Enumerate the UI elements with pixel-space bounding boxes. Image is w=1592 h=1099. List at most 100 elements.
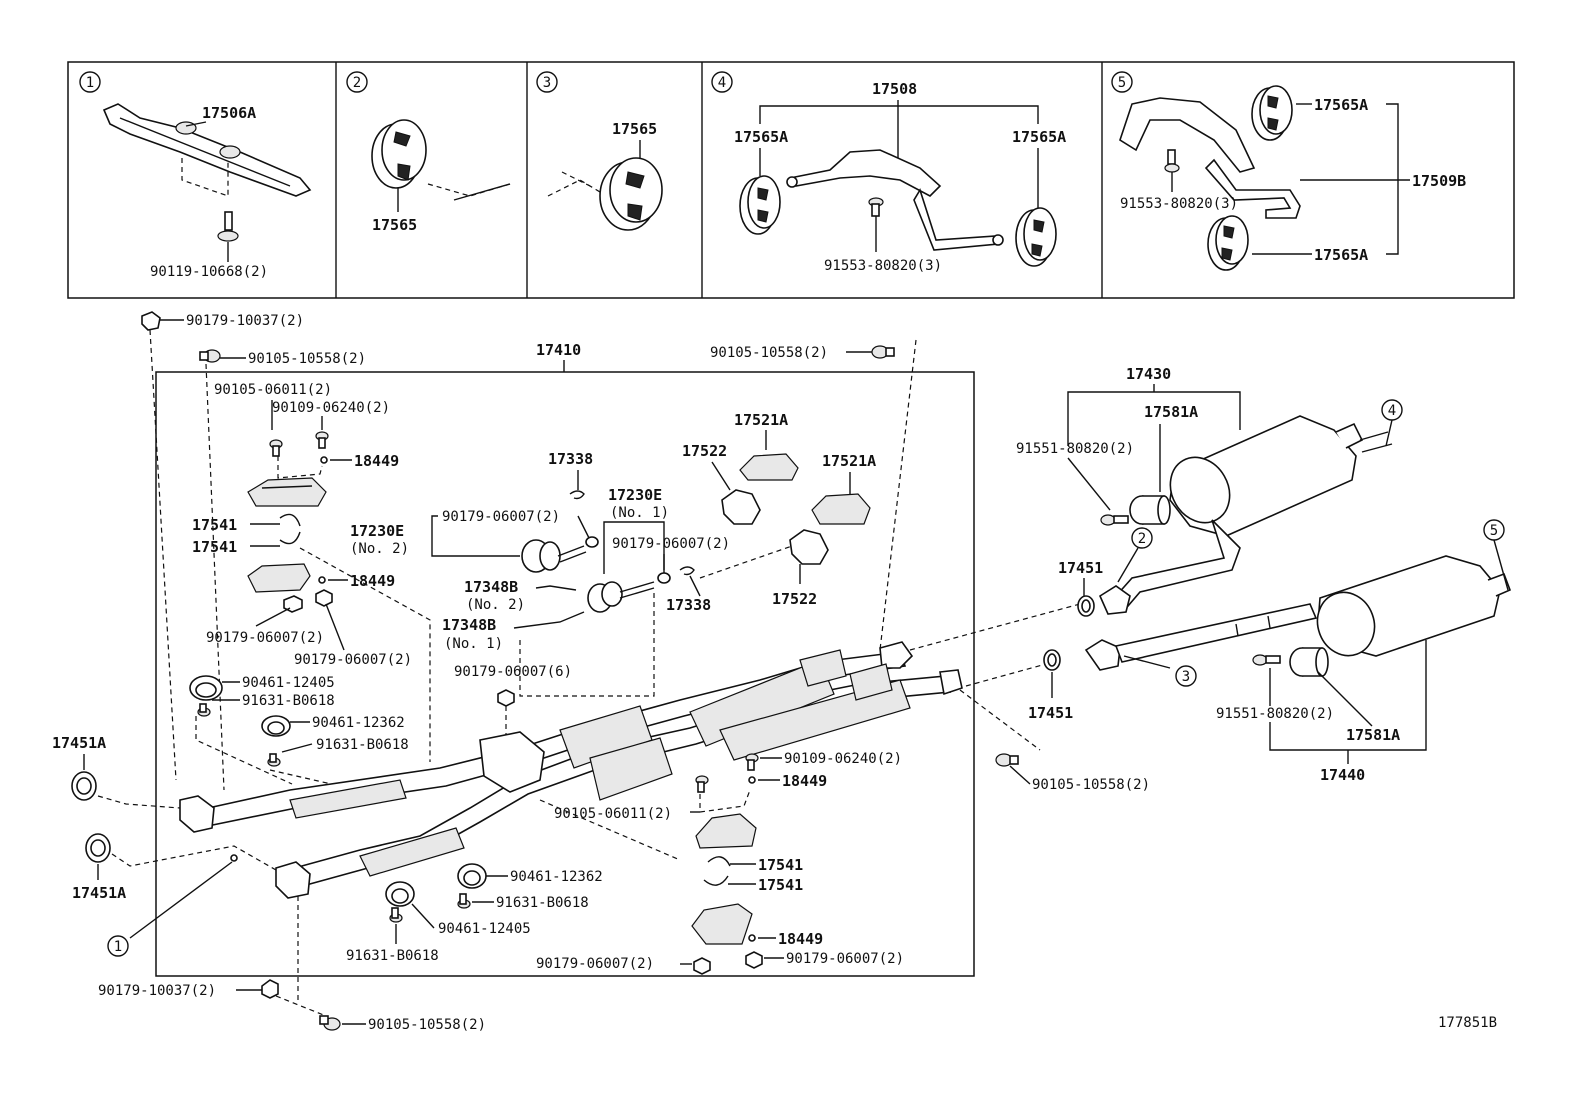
oxygen-sensor-no1: [587, 581, 655, 613]
bolt-icon: [1100, 514, 1129, 526]
label-17348B-no1: 17348B: [442, 616, 496, 634]
nut-icon: [261, 979, 279, 999]
label-91553-80820-p5: 91553-80820(3): [1120, 196, 1238, 212]
pipe-flange-illustration: [1098, 585, 1131, 615]
gasket-icon: [71, 771, 97, 801]
label-18449-d: 18449: [778, 930, 823, 948]
label-17541-c: 17541: [758, 856, 803, 874]
label-17451A-b: 17451A: [72, 884, 126, 902]
panel-5-number-circle: [1111, 71, 1133, 93]
rubber-hanger-illustration: [1207, 215, 1249, 271]
label-91631-B0618-b: 91631-B0618: [316, 737, 409, 753]
label-17338-b: 17338: [666, 596, 711, 614]
heat-shield-insulator-no2: [521, 539, 587, 573]
clip-icon: [679, 566, 695, 576]
label-90461-12405-b: 90461-12405: [438, 921, 531, 937]
gasket-icon: [1077, 595, 1095, 617]
label-90179-10037-top: 90179-10037(2): [186, 313, 304, 329]
callout-2: 2: [1138, 531, 1146, 547]
callout-5: 5: [1490, 523, 1498, 539]
bolt-icon: [871, 345, 895, 359]
bolt-icon: [389, 907, 403, 923]
bolt-icon: [695, 775, 709, 793]
nut-icon: [497, 689, 515, 707]
label-90119-10668: 90119-10668(2): [150, 264, 268, 280]
muffler-rh-illustration: [1114, 415, 1393, 608]
panel-3: 3 17565: [536, 71, 663, 231]
label-90179-06007-c: 90179-06007(2): [442, 509, 560, 525]
heat-insulator-illustration: [695, 813, 757, 849]
label-90109-06240-b: 90109-06240(2): [784, 751, 902, 767]
hanger-bracket-illustration: [786, 149, 1004, 251]
muffler-lh-illustration: [1084, 555, 1512, 671]
label-91631-B0618-c: 91631-B0618: [496, 895, 589, 911]
label-90105-10558-top: 90105-10558(2): [248, 351, 366, 367]
label-17506A: 17506A: [202, 104, 256, 122]
bolt-icon: [868, 197, 884, 217]
label-90179-06007-6: 90179-06007(6): [454, 664, 572, 680]
label-90105-10558-right: 90105-10558(2): [1032, 777, 1150, 793]
label-90179-06007-e: 90179-06007(2): [536, 956, 654, 972]
clamp-icon: [703, 856, 731, 886]
label-90461-12405-a: 90461-12405: [242, 675, 335, 691]
clip-icon: [569, 490, 585, 500]
clamp-icon: [385, 881, 415, 907]
label-17338-a: 17338: [548, 450, 593, 468]
label-90179-10037-bottom: 90179-10037(2): [98, 983, 216, 999]
label-17451-b: 17451: [1028, 704, 1073, 722]
panel-4: 4 17508 17565A 17565A 91553-80820(3): [711, 71, 1066, 274]
panel-4-number-circle: [711, 71, 733, 93]
nut-icon: [315, 589, 333, 607]
label-17565-p3: 17565: [612, 120, 657, 138]
label-90105-10558-top-right: 90105-10558(2): [710, 345, 828, 361]
clamp-icon: [261, 715, 291, 737]
callout-2-circle: [1131, 527, 1153, 549]
rubber-hanger-illustration: [1251, 85, 1293, 141]
label-17541-d: 17541: [758, 876, 803, 894]
label-17565A-right: 17565A: [1012, 128, 1066, 146]
label-91551-80820-b: 91551-80820(2): [1216, 706, 1334, 722]
bolt-icon: [457, 893, 471, 909]
rubber-hanger-illustration: [599, 157, 663, 231]
bolt-icon: [1164, 149, 1180, 173]
label-17509B: 17509B: [1412, 172, 1466, 190]
label-17451A-a: 17451A: [52, 734, 106, 752]
callout-3: 3: [1182, 669, 1190, 685]
panel-3-number-circle: [536, 71, 558, 93]
label-no1-a: (No. 1): [610, 505, 669, 521]
label-17521A-b: 17521A: [822, 452, 876, 470]
gasket-icon: [1043, 649, 1061, 671]
label-17581A-b: 17581A: [1346, 726, 1400, 744]
label-17451-a: 17451: [1058, 559, 1103, 577]
label-91631-B0618-a: 91631-B0618: [242, 693, 335, 709]
bolt-icon: [197, 703, 211, 717]
label-17508: 17508: [872, 80, 917, 98]
label-17230E-no2: 17230E: [350, 522, 404, 540]
label-no2-b: (No. 2): [466, 597, 525, 613]
panel-5: 5 17565A 17509B 91553-80820(3) 1756: [1111, 71, 1466, 271]
gasket-icon: [85, 833, 111, 863]
label-90179-06007-f: 90179-06007(2): [786, 951, 904, 967]
rubber-hanger-illustration: [1015, 207, 1057, 267]
heat-insulator-illustration: [811, 493, 871, 525]
panel-2-number-circle: [346, 71, 368, 93]
label-90105-06011-a: 90105-06011(2): [214, 382, 332, 398]
label-90109-06240-a: 90109-06240(2): [272, 400, 390, 416]
hanger-bracket-illustration: [1119, 97, 1301, 219]
label-91553-80820-p4: 91553-80820(3): [824, 258, 942, 274]
rubber-hanger-illustration: [371, 119, 427, 189]
label-17565A-left: 17565A: [734, 128, 788, 146]
figure-id: 177851B: [1438, 1015, 1497, 1031]
heat-insulator-illustration: [247, 477, 327, 507]
label-17348B-no2: 17348B: [464, 578, 518, 596]
label-18449-c: 18449: [782, 772, 827, 790]
label-90179-06007-b: 90179-06007(2): [294, 652, 412, 668]
clamp-icon: [189, 675, 223, 701]
rubber-hanger-illustration: [1129, 495, 1171, 525]
heat-insulator-illustration: [247, 563, 311, 593]
label-17581A-a: 17581A: [1144, 403, 1198, 421]
nut-icon: [745, 951, 763, 969]
label-17565A-bottom: 17565A: [1314, 246, 1368, 264]
callout-4: 4: [1388, 403, 1396, 419]
